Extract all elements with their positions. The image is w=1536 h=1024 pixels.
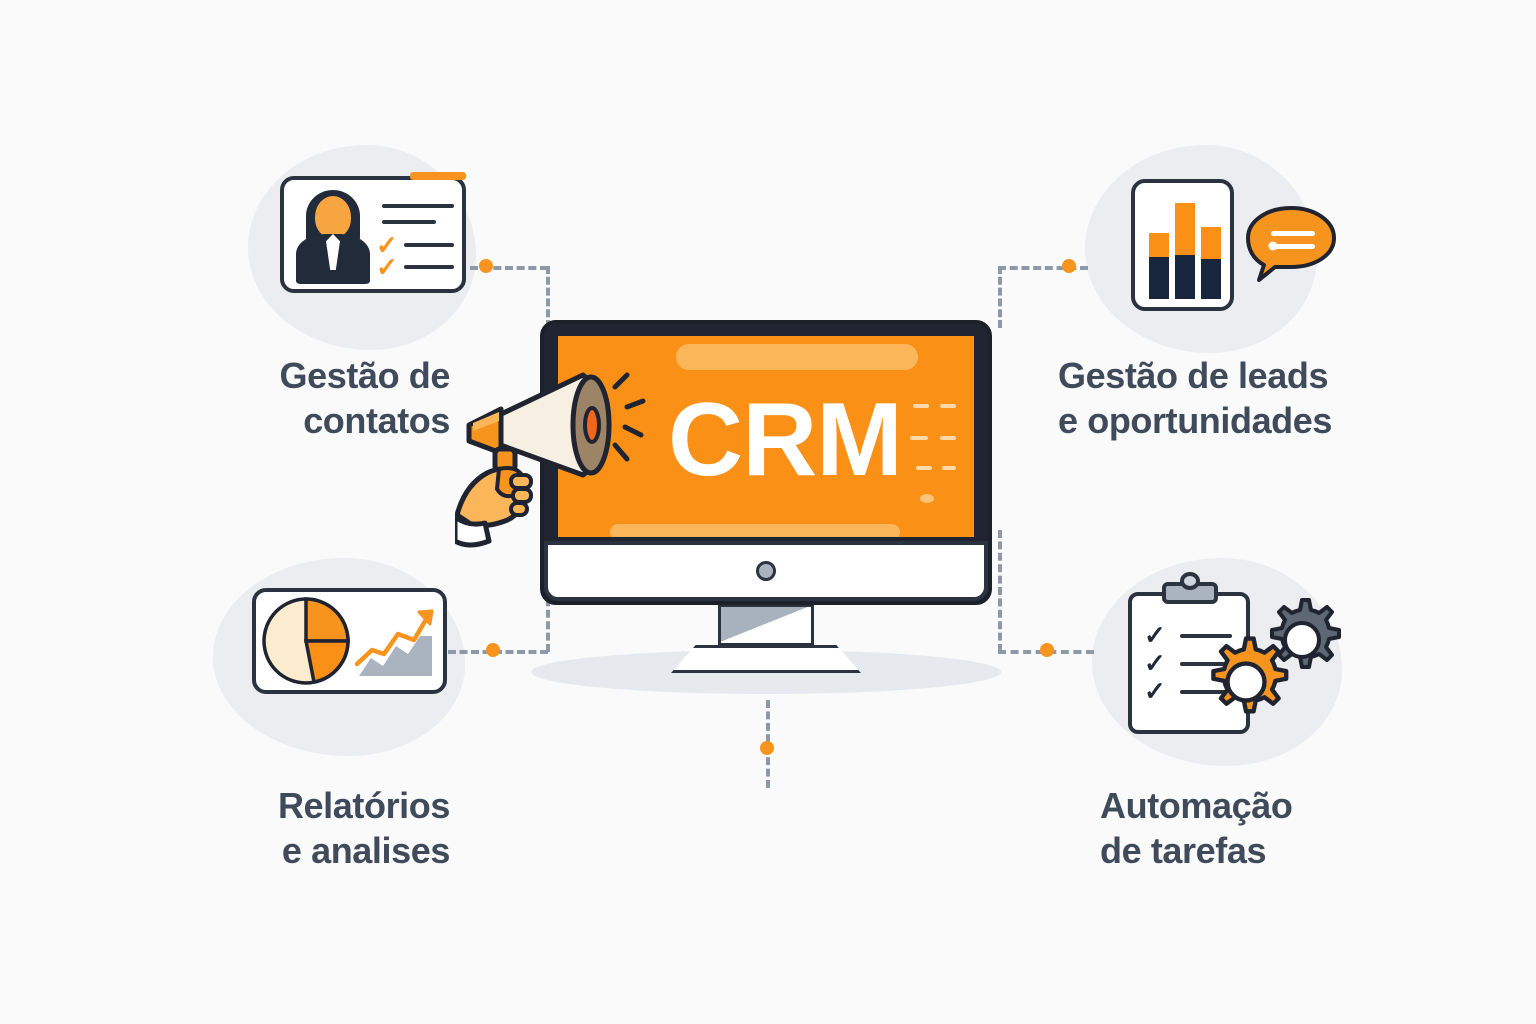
card-line-4 [404,265,454,269]
connector-dot-bottom-left [486,643,500,657]
feature-label-leads: Gestão de leads e oportunidades [1058,355,1333,441]
clipboard-ring [1180,572,1200,590]
screen-tick-1 [913,404,929,408]
connector-dot-top-left [479,259,493,273]
card-line-1 [382,204,454,208]
avatar-face [315,196,351,238]
clipboard-line-1 [1180,634,1232,638]
bar-3-base [1201,253,1221,299]
clipboard-gears-icon: ✓ ✓ ✓ [1118,572,1348,737]
feature-label-contatos: Gestão de contatos [279,355,451,441]
screen-dot-1 [920,494,934,503]
bar-1-base [1149,251,1169,299]
speech-bubble-icon [1245,205,1336,282]
connector-top-right-h [998,266,1088,270]
monitor-screen: CRM [558,336,974,537]
bar-3-top [1201,227,1221,259]
screen-body-bar [610,524,900,537]
megaphone-icon [452,365,655,565]
feature-label-relatorios: Relatórios e analises [277,785,450,871]
bar-2-base [1175,249,1195,299]
clipboard-line-3 [1180,690,1232,694]
clipboard-line-2 [1180,662,1232,666]
connector-dot-top-right [1062,259,1076,273]
screen-tick-3 [910,436,928,440]
monitor-power-led [756,561,776,581]
monitor-chin [544,541,988,601]
screen-header-bar [676,344,918,370]
screen-tick-2 [940,404,956,408]
monitor: CRM [540,320,992,605]
screen-title: CRM [668,382,903,498]
card-check-2: ✓ [376,252,398,282]
card-line-3 [404,243,454,247]
connector-top-right-v [998,266,1002,328]
screen-tick-5 [916,466,932,470]
connector-dot-bottom-right [1040,643,1054,657]
gear-orange-icon [1211,636,1289,714]
contact-card-icon: ✓ ✓ [280,172,466,293]
connector-top-left-h [470,266,548,270]
bar-2-top [1175,203,1195,255]
monitor-foot [671,645,861,673]
connector-dot-bottom-center [760,741,774,755]
card-line-2 [382,220,436,224]
avatar-collar [326,234,340,270]
bar-1-top [1149,233,1169,257]
monitor-neck [718,604,814,646]
gear-grey-icon [1270,598,1341,669]
screen-tick-6 [942,466,956,470]
feature-label-automacao: Automação de tarefas [1100,785,1293,871]
pie-chart-card-icon [252,588,447,694]
card-accent [410,172,466,180]
clipboard-check-1: ✓ [1144,620,1166,650]
connector-top-left-v [546,266,550,328]
bar-chart-tablet-icon [1131,179,1234,311]
clipboard-check-3: ✓ [1144,676,1166,706]
card-check-1: ✓ [376,230,398,260]
connector-bottom-right-v [998,530,1002,652]
clipboard-check-2: ✓ [1144,648,1166,678]
screen-tick-4 [940,436,956,440]
